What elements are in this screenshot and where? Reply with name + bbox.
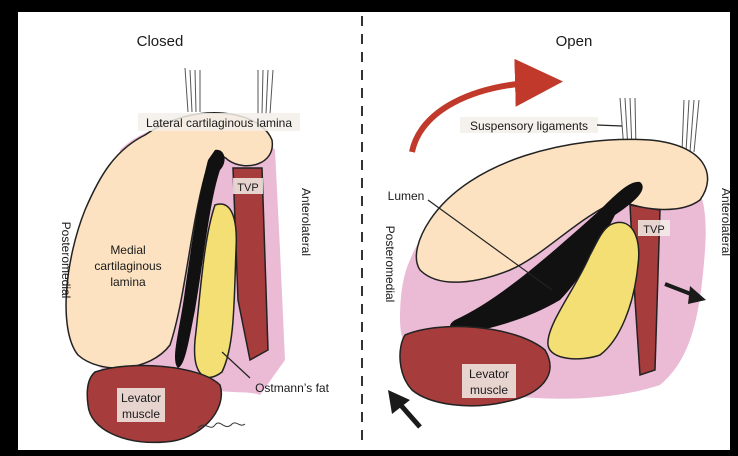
label-anterolateral-closed: Anterolateral [299, 188, 313, 256]
label-medial-lamina-line-2: cartilaginous [94, 259, 161, 273]
closed-heading: Closed [137, 33, 184, 50]
label-ostmann-fat: Ostmann’s fat [255, 381, 329, 395]
label-suspensory-ligaments: Suspensory ligaments [470, 119, 588, 133]
label-tvp-closed: TVP [237, 182, 258, 194]
label-anterolateral-open: Anterolateral [719, 188, 733, 256]
label-posteromedial-open: Posteromedial [383, 226, 397, 303]
label-medial-lamina-line-3: lamina [110, 275, 146, 289]
label-levator-line-2-open: muscle [470, 383, 508, 397]
label-lateral-cartilaginous-lamina: Lateral cartilaginous lamina [146, 116, 292, 130]
label-lumen: Lumen [388, 189, 425, 203]
open-heading: Open [556, 33, 593, 50]
label-posteromedial-closed: Posteromedial [59, 222, 73, 299]
label-medial-lamina-line-1: Medial [110, 243, 145, 257]
label-levator-line-1-closed: Levator [121, 391, 161, 405]
label-levator-line-1-open: Levator [469, 367, 509, 381]
label-tvp-open: TVP [643, 224, 664, 236]
label-levator-line-2-closed: muscle [122, 407, 160, 421]
